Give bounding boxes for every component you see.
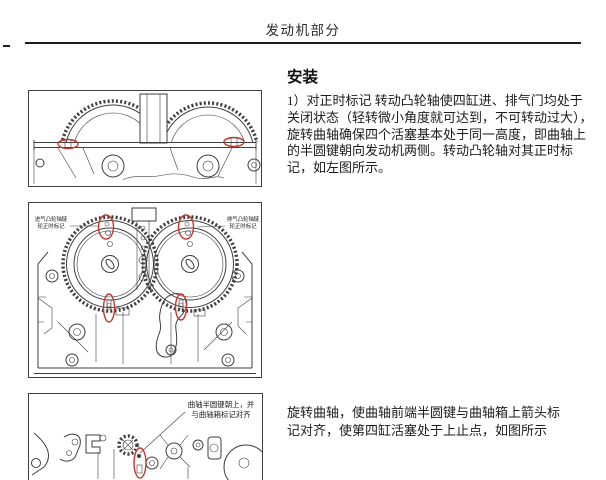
- label-leader-line: [139, 411, 186, 454]
- intake-cam-timing-label: 进气凸轮轴链 轮正时标记: [34, 217, 68, 230]
- label-leader-lines: [70, 225, 226, 228]
- installation-paragraph: 1）对正时标记 转动凸轮轴使四缸进、排气门均处于 关闭状态（轻转微小角度就可达到…: [287, 93, 595, 177]
- header-rule: [25, 42, 581, 44]
- scan-artifact: [3, 45, 10, 47]
- body-text-line: 记，如左图所示。: [287, 160, 392, 176]
- body-text-line: 1）对正时标记 转动凸轮轴使四缸进、排气门均处于: [287, 93, 583, 108]
- exhaust-cam-timing-label: 排气凸轮轴链 轮正时标记: [226, 217, 260, 230]
- body-text-line: 关闭状态（轻转微小角度就可达到，不可转动过大），: [287, 109, 593, 125]
- installation-section: 安装 1）对正时标记 转动凸轮轴使四缸进、排气门均处于 关闭状态（轻转微小角度就…: [287, 68, 595, 177]
- crank-key-alignment-label: 曲轴半圆键朝上，并 与曲轴箱标记对齐: [187, 400, 255, 419]
- hub-details: [33, 147, 261, 184]
- page-title: 发动机部分: [265, 23, 341, 38]
- figure-border: [28, 393, 263, 480]
- head-parting-line: [33, 140, 257, 150]
- key-mark-highlight: [133, 447, 147, 479]
- right-sprocket: [141, 215, 239, 313]
- crankcase-details: [31, 432, 263, 480]
- figure-camshaft-timing-marks: 进气凸轮轴链 轮正时标记 排气凸轮轴链 轮正时标记: [28, 202, 262, 378]
- crankcase-drawing: [28, 393, 263, 480]
- figure-crankshaft-key-alignment: 曲轴半圆键朝上，并 与曲轴箱标记对齐: [28, 393, 263, 480]
- chain-guide: [131, 207, 157, 290]
- crankshaft-step-paragraph: 旋转曲轴，使曲轴前端半圆键与曲轴箱上箭头标 记对齐，使第四缸活塞处于上止点，如图…: [287, 404, 595, 439]
- gear-arcs: [60, 99, 259, 142]
- figure-camshaft-sprockets-overview: [28, 90, 262, 187]
- timing-mark-highlights: [57, 136, 245, 150]
- figure-border: [28, 202, 262, 378]
- head-outline: [34, 251, 256, 374]
- body-text-line: 记对齐，使第四缸活塞处于上止点，如图所示: [287, 422, 548, 438]
- cylinder-head-drawing: [28, 202, 262, 378]
- section-heading: 安装: [287, 69, 319, 86]
- body-text-line: 旋转曲轴确保四个活塞基本处于同一高度，即曲轴上: [287, 126, 587, 142]
- timing-mark-highlights: [97, 214, 195, 323]
- camshaft-overview-drawing: [28, 90, 262, 187]
- body-text-line: 旋转曲轴，使曲轴前端半圆键与曲轴箱上箭头标: [287, 405, 561, 420]
- figure-border: [28, 90, 262, 187]
- body-text-line: 的半圆键朝向发动机两侧。转动凸轮轴对其正时标: [287, 143, 574, 159]
- center-post: [139, 93, 168, 144]
- lower-details: [37, 293, 253, 367]
